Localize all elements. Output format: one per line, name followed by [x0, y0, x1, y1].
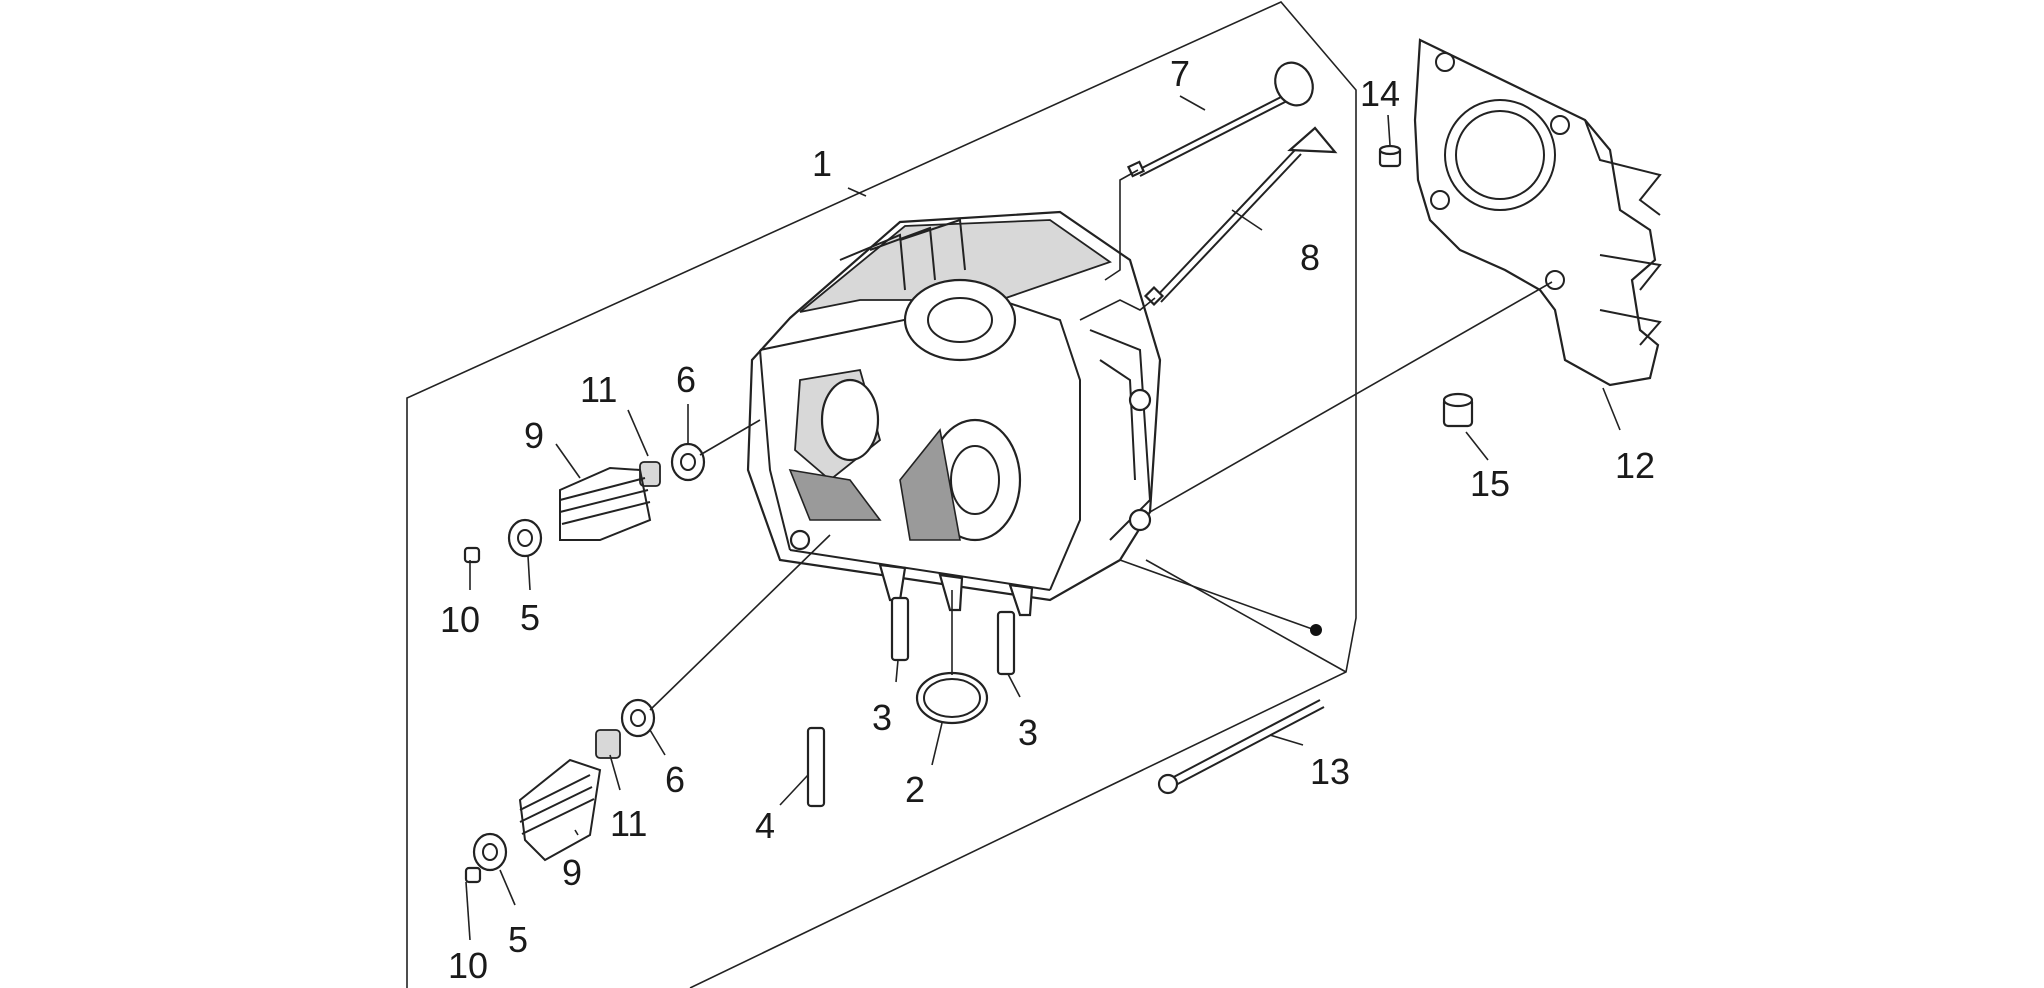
- dowel-pins-3: [890, 596, 1016, 676]
- part-label-8: 8: [1300, 237, 1320, 278]
- cylinder-head: [746, 210, 1162, 617]
- dowel-sleeve-15: [1442, 392, 1474, 428]
- part-label-9a: 9: [524, 415, 544, 456]
- exhaust-valve: [1143, 126, 1338, 307]
- part-label-5a: 5: [520, 597, 540, 638]
- part-label-1: 1: [812, 143, 832, 184]
- bolt-axis-line: [1119, 559, 1316, 631]
- upper-spring-group: [463, 419, 761, 564]
- assembly-boundary-lower: [1145, 559, 1347, 673]
- o-ring: [915, 590, 989, 725]
- part-label-10a: 10: [440, 599, 480, 640]
- bolt-reference-dot: [1310, 624, 1322, 636]
- valve-axis-line-2: [1079, 297, 1156, 321]
- part-label-7: 7: [1170, 53, 1190, 94]
- part-label-12: 12: [1615, 445, 1655, 486]
- part-label-15: 15: [1470, 463, 1510, 504]
- dowel-pin-4: [806, 726, 826, 808]
- part-label-10b: 10: [448, 945, 488, 986]
- head-gasket: [1413, 38, 1662, 387]
- part-label-4: 4: [755, 805, 775, 846]
- part-label-6a: 6: [676, 359, 696, 400]
- part-label-2: 2: [905, 769, 925, 810]
- part-label-14: 14: [1360, 73, 1400, 114]
- part-label-9b: 9: [562, 852, 582, 893]
- part-label-3b: 3: [1018, 712, 1038, 753]
- intake-valve: [1126, 61, 1314, 178]
- leader-lines: [465, 95, 1621, 941]
- part-label-6b: 6: [665, 759, 685, 800]
- part-label-5b: 5: [508, 919, 528, 960]
- stud-bolt: [1157, 699, 1325, 795]
- valve-axis-line: [1104, 169, 1139, 281]
- gasket-alignment-line: [1149, 281, 1553, 513]
- part-label-11a: 11: [580, 369, 617, 410]
- part-label-11b: 11: [610, 803, 647, 844]
- lower-spring-group: [464, 534, 831, 884]
- part-label-13: 13: [1310, 751, 1350, 792]
- dowel-pin-14: [1378, 144, 1402, 168]
- part-label-3a: 3: [872, 697, 892, 738]
